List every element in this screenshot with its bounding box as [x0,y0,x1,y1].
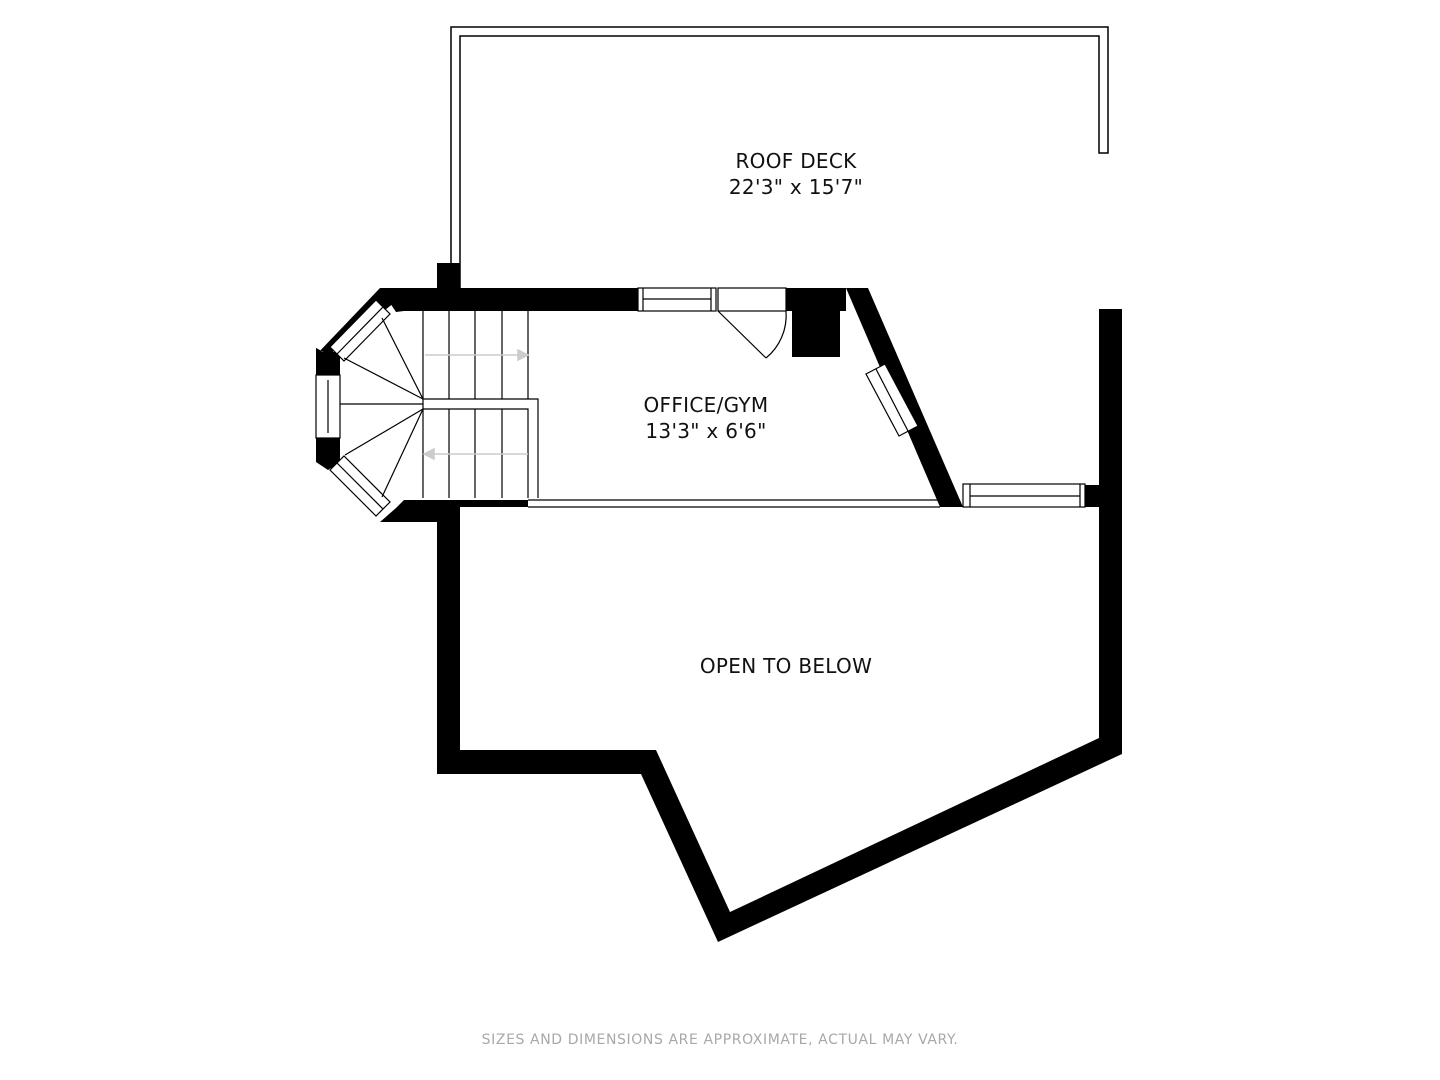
stair-direction-arrows [422,348,530,461]
room-name: OPEN TO BELOW [699,654,873,678]
door-swing [717,310,787,359]
room-dimensions: 13'3" x 6'6" [645,419,767,443]
disclaimer-text: SIZES AND DIMENSIONS ARE APPROXIMATE, AC… [481,1032,959,1048]
room-label-office-gym: OFFICE/GYM 13'3" x 6'6" [644,392,769,444]
room-name: ROOF DECK [735,149,857,173]
windows [315,287,1086,517]
room-dimensions: 22'3" x 15'7" [728,175,864,199]
room-label-roof-deck: ROOF DECK 22'3" x 15'7" [729,148,863,200]
room-name: OFFICE/GYM [643,393,769,417]
room-label-open-to-below: OPEN TO BELOW [700,653,872,679]
roof-deck-railing [450,26,1109,290]
walls [316,263,1122,942]
staircase [340,311,940,508]
